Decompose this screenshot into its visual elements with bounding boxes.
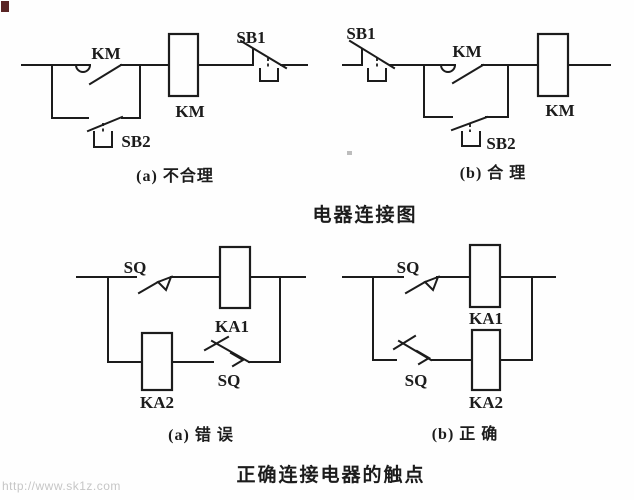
- ka1-label: KA1: [215, 317, 249, 336]
- scan-corner-mark: [1, 1, 9, 12]
- contact-arm: [88, 63, 123, 86]
- sq-nc-limit-switch-symbol: [392, 334, 433, 366]
- km-coil: [167, 32, 200, 98]
- contact-arm: [450, 115, 489, 132]
- wire-branch-1b: [423, 64, 509, 118]
- sb2-no-pushbutton-symbol: [450, 115, 489, 147]
- contact-arm: [239, 39, 288, 70]
- sq-bottom-label: SQ: [218, 371, 241, 390]
- km-coil: [536, 32, 570, 98]
- caption-1b: (b) 合 理: [460, 163, 527, 182]
- caption-1a: (a) 不合理: [136, 166, 214, 185]
- diagram-2b: SQ KA1 SQ KA2 (b) 正 确: [342, 243, 556, 443]
- ka2-coil: [140, 331, 174, 392]
- watermark-url: http://www.sk1z.com: [2, 479, 121, 493]
- contact-arm: [86, 115, 124, 133]
- nc-slash: [203, 335, 230, 352]
- sb1-nc-pushbutton-symbol: [239, 39, 288, 82]
- actuator-cup: [461, 131, 481, 147]
- km-no-contact-symbol: [439, 63, 485, 85]
- sq-bottom-label: SQ: [405, 371, 428, 390]
- km-coil-label: KM: [545, 101, 574, 120]
- contact-arm: [404, 280, 427, 295]
- caption-2a: (a) 错 误: [168, 425, 234, 444]
- sb1-label: SB1: [346, 24, 375, 43]
- sq-top-label: SQ: [124, 258, 147, 277]
- diagram-1b: SB1 KM KM SB2 (b) 合 理: [342, 24, 611, 182]
- contact-arm: [137, 280, 160, 295]
- sb2-label: SB2: [486, 134, 515, 153]
- sb1-nc-pushbutton-symbol: [348, 39, 396, 82]
- contact-arm: [210, 339, 251, 364]
- ka1-coil: [218, 245, 252, 310]
- km-coil-label: KM: [175, 102, 204, 121]
- section2-title: 正确连接电器的触点: [236, 463, 425, 486]
- ka2-label: KA2: [140, 393, 174, 412]
- ka2-coil: [470, 328, 502, 392]
- sq-no-limit-switch-symbol: [404, 275, 440, 295]
- ka1-coil: [468, 243, 502, 309]
- contact-arm: [451, 63, 485, 85]
- wire-branch-1a: [51, 64, 141, 119]
- actuator-cup: [259, 68, 279, 82]
- km-contact-label: KM: [452, 42, 481, 61]
- caption-2b: (b) 正 确: [432, 424, 499, 443]
- limit-arrowhead: [229, 351, 245, 368]
- diagram-1a: KM KM SB1 SB2 (a) 不合理: [21, 28, 308, 185]
- limit-arrowhead: [156, 275, 173, 292]
- km-no-contact-symbol: [74, 63, 123, 86]
- wire-bottom-2b: [372, 276, 533, 361]
- nc-slash: [392, 334, 417, 351]
- ka2-label: KA2: [469, 393, 503, 412]
- contact-arc: [74, 63, 92, 73]
- km-contact-label: KM: [91, 44, 120, 63]
- section1-title: 电器连接图: [312, 203, 417, 226]
- sq-nc-limit-switch-symbol: [203, 335, 251, 368]
- limit-arrowhead: [415, 349, 431, 366]
- sq-top-label: SQ: [397, 258, 420, 277]
- sb2-label: SB2: [121, 132, 150, 151]
- contact-arm: [348, 39, 396, 70]
- sb1-label: SB1: [236, 28, 265, 47]
- sq-no-limit-switch-symbol: [137, 275, 173, 295]
- contact-arc: [439, 63, 457, 73]
- wire-bottom-2a: [107, 276, 281, 363]
- actuator-cup: [367, 68, 387, 82]
- limit-arrowhead: [423, 275, 440, 292]
- sb2-no-pushbutton-symbol: [86, 115, 124, 148]
- ka1-label: KA1: [469, 309, 503, 328]
- diagram-2a: SQ KA1 SQ KA2 (a) 错 误: [76, 245, 306, 444]
- scan-speck: [347, 151, 352, 155]
- actuator-cup: [93, 131, 113, 148]
